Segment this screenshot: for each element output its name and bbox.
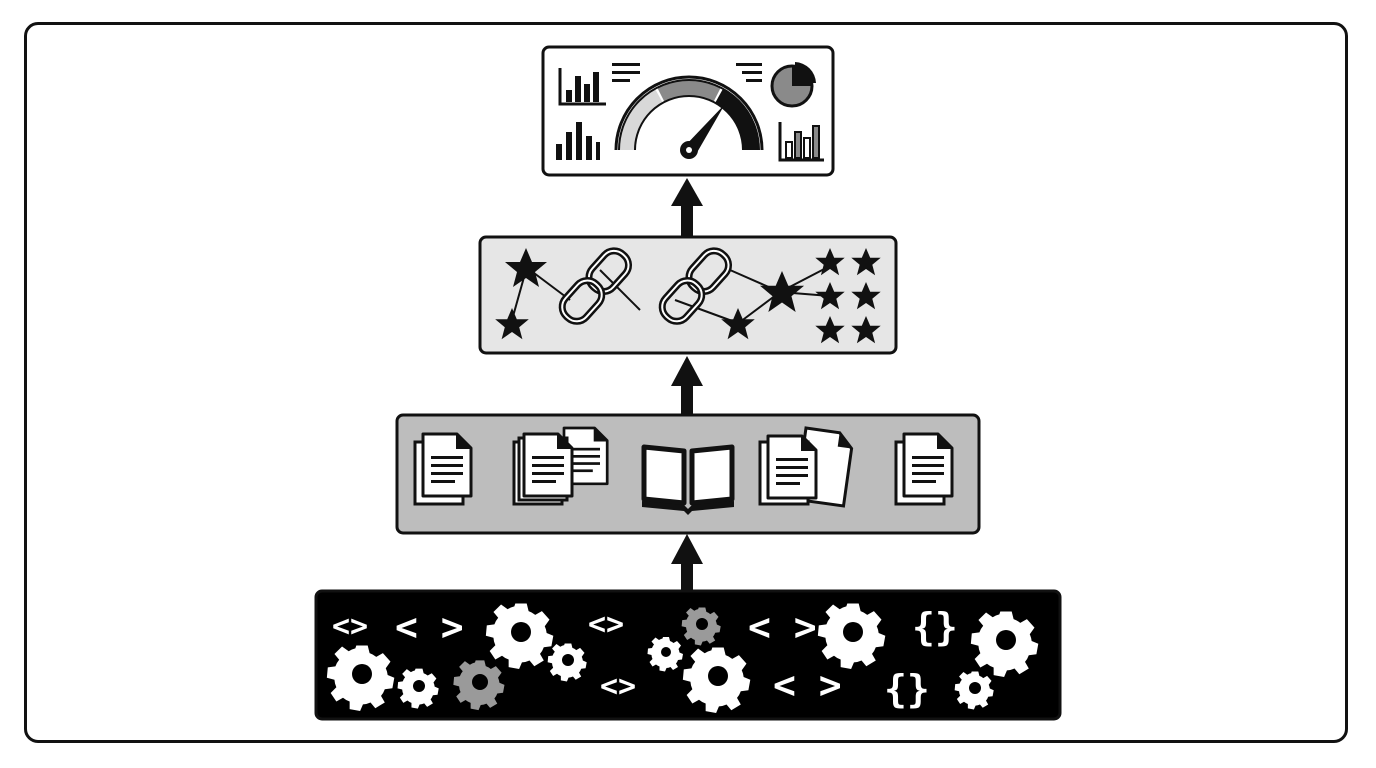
knowledge-graph-layer (478, 235, 898, 355)
document-icon (894, 432, 954, 506)
arrow-up-icon (671, 178, 703, 238)
code-brackets-icon: <> (332, 609, 368, 644)
pie-chart-icon (770, 62, 816, 108)
code-brackets-icon: < > (395, 605, 464, 649)
document-stack-icon (758, 426, 854, 508)
code-brackets-icon: <> (588, 607, 624, 642)
bar-chart-icon (558, 68, 606, 106)
arrow-up-icon (671, 356, 703, 416)
documents-layer (395, 413, 981, 535)
curly-braces-icon: {} (884, 667, 930, 711)
dashboard-layer (541, 45, 835, 177)
open-book-icon (641, 444, 735, 515)
code-brackets-icon: < > (773, 663, 842, 707)
document-icon (413, 432, 473, 506)
text-lines-icon (736, 63, 762, 82)
code-and-processes-layer: <> < > <> < > <> < > {} {} (314, 589, 1062, 721)
bar-chart-icon (778, 122, 824, 162)
gauge-icon (614, 75, 764, 159)
text-lines-icon (612, 63, 640, 82)
bar-chart-icon (556, 122, 600, 160)
code-brackets-icon: < > (748, 605, 817, 649)
document-stack-icon (512, 426, 609, 506)
arrow-up-icon (671, 534, 703, 594)
curly-braces-icon: {} (912, 605, 958, 649)
code-brackets-icon: <> (600, 669, 636, 704)
